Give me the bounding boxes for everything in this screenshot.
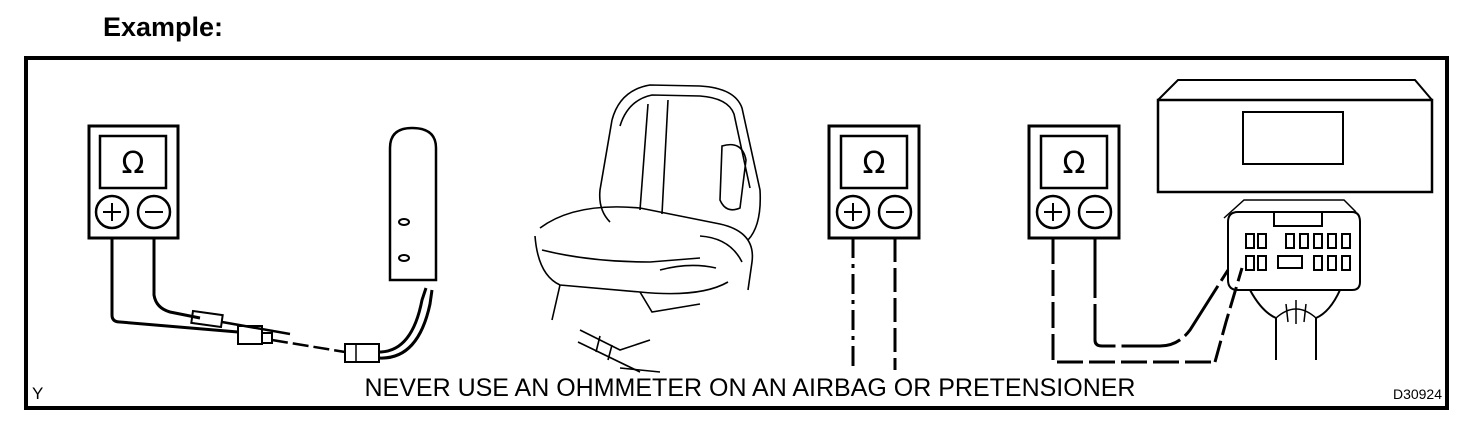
ohm-symbol-3: Ω [1063,146,1086,181]
airbag-ecu [1156,79,1434,194]
warning-text: NEVER USE AN OHMMETER ON AN AIRBAG OR PR… [364,374,1136,402]
figure-code: D30924 [1392,386,1442,402]
ohm-symbol-1: Ω [122,146,145,181]
corner-letter: Y [32,384,44,403]
ohmmeter-1: Ω [87,124,291,336]
page-heading: Example: [103,12,224,42]
ohm-symbol-2: Ω [863,146,886,181]
ecu-connector [1223,199,1361,360]
diagram-frame [24,56,1449,410]
ohmmeter-2: Ω [827,124,921,370]
airbag-squib [237,126,438,363]
seat-illustration [534,84,762,373]
ohmmeter-3: Ω [1027,124,1244,364]
